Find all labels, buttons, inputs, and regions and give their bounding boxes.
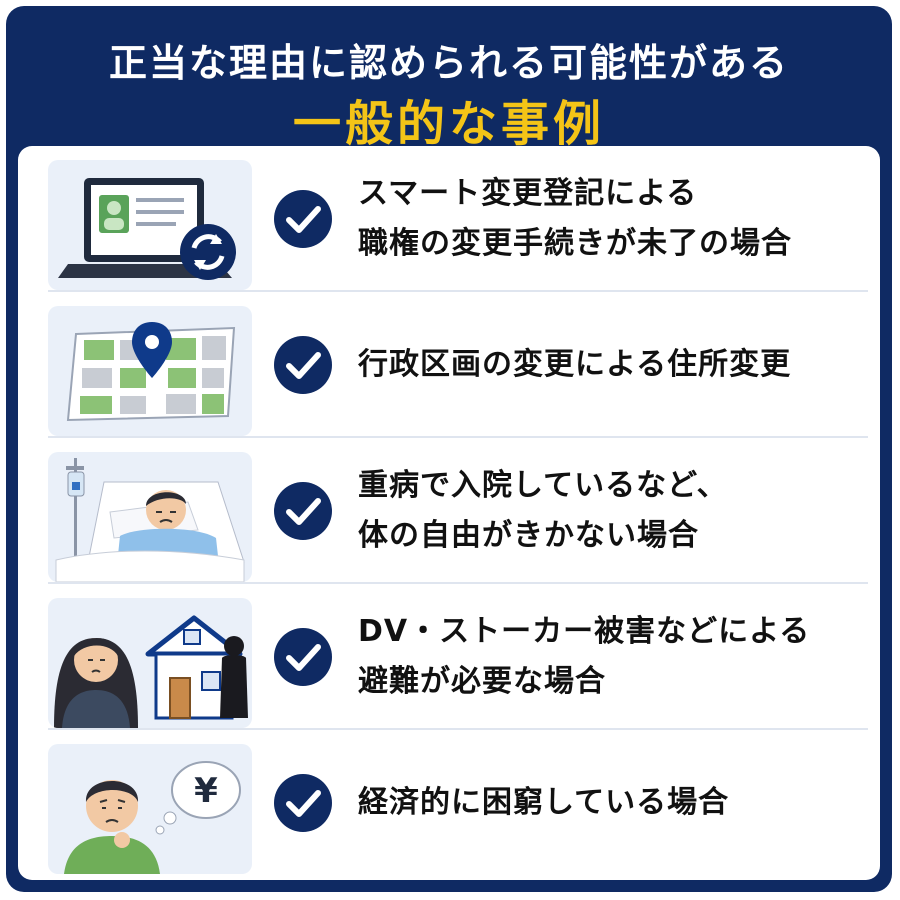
- check-icon: [272, 480, 334, 542]
- laptop-sync-icon: [48, 160, 252, 290]
- hospital-patient-illustration: [48, 452, 252, 582]
- item-text: スマート変更登記による 職権の変更手続きが未了の場合: [358, 146, 868, 292]
- check-icon: [272, 188, 334, 250]
- check-icon: [272, 334, 334, 396]
- item-text: DV・ストーカー被害などによる 避難が必要な場合: [358, 584, 868, 730]
- item-line-1: スマート変更登記による: [358, 176, 698, 211]
- check-icon: [272, 772, 334, 834]
- title-line-1: 正当な理由に認められる可能性がある: [108, 41, 789, 85]
- item-text: 行政区画の変更による住所変更: [358, 292, 868, 438]
- item-line-1: 重病で入院しているなど、: [358, 468, 728, 503]
- list-item: 行政区画の変更による住所変更: [18, 292, 880, 438]
- item-line-1: DV・ストーカー被害などによる: [358, 614, 811, 649]
- check-icon: [272, 626, 334, 688]
- map-pin-icon: [48, 306, 252, 436]
- divider: [48, 290, 868, 292]
- item-text: 経済的に困窮している場合: [358, 730, 868, 876]
- item-line-1: 行政区画の変更による住所変更: [358, 347, 792, 382]
- list-item: ¥ 経済的に困窮している場合: [18, 730, 880, 876]
- item-line-2: 体の自由がきかない場合: [358, 518, 699, 553]
- item-line-2: 職権の変更手続きが未了の場合: [358, 226, 792, 261]
- svg-text:¥: ¥: [194, 771, 218, 811]
- list-item: 重病で入院しているなど、 体の自由がきかない場合: [18, 438, 880, 584]
- divider: [48, 436, 868, 438]
- infographic-frame: 正当な理由に認められる可能性がある 一般的な事例: [6, 6, 892, 892]
- list-item: DV・ストーカー被害などによる 避難が必要な場合: [18, 584, 880, 730]
- item-line-2: 避難が必要な場合: [358, 664, 606, 699]
- worried-man-yen-illustration: ¥: [48, 744, 252, 874]
- header: 正当な理由に認められる可能性がある 一般的な事例: [6, 6, 892, 152]
- item-text: 重病で入院しているなど、 体の自由がきかない場合: [358, 438, 868, 584]
- divider: [48, 728, 868, 730]
- title-line-2: 一般的な事例: [292, 96, 605, 152]
- woman-house-shadow-illustration: [48, 598, 252, 728]
- case-list: スマート変更登記による 職権の変更手続きが未了の場合: [18, 146, 880, 880]
- list-item: スマート変更登記による 職権の変更手続きが未了の場合: [18, 146, 880, 292]
- item-line-1: 経済的に困窮している場合: [358, 785, 730, 820]
- divider: [48, 582, 868, 584]
